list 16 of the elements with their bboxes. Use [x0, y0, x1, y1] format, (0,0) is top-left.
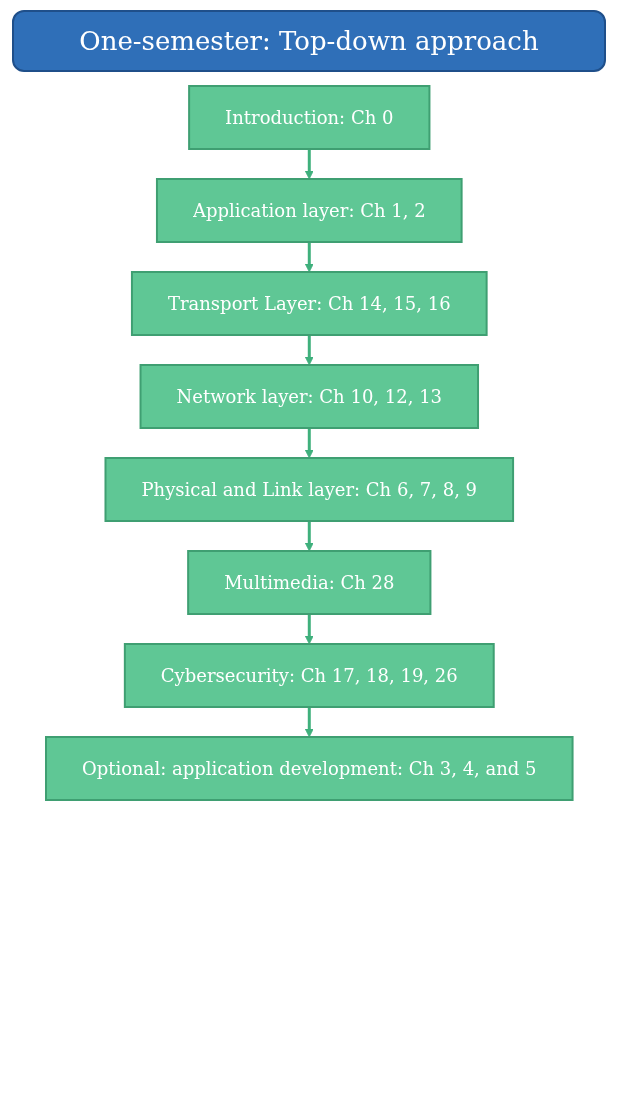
node-box: Introduction: Ch 0 — [187, 85, 431, 150]
arrow — [304, 242, 314, 273]
arrow — [304, 614, 314, 645]
title-banner: One-semester: Top-down approach — [12, 10, 606, 72]
arrow — [304, 428, 314, 459]
node-box: Application layer: Ch 1, 2 — [155, 178, 463, 243]
node-box: Network layer: Ch 10, 12, 13 — [139, 364, 479, 429]
node-box: Physical and Link layer: Ch 6, 7, 8, 9 — [104, 457, 514, 522]
arrow — [304, 335, 314, 366]
arrow — [304, 521, 314, 552]
node-box: Cybersecurity: Ch 17, 18, 19, 26 — [123, 643, 495, 708]
node-box: Transport Layer: Ch 14, 15, 16 — [130, 271, 488, 336]
arrow — [304, 149, 314, 180]
arrow — [304, 707, 314, 738]
node-box: Optional: application development: Ch 3, 4, and 5 — [44, 736, 574, 801]
node-box: Multimedia: Ch 28 — [186, 550, 432, 615]
